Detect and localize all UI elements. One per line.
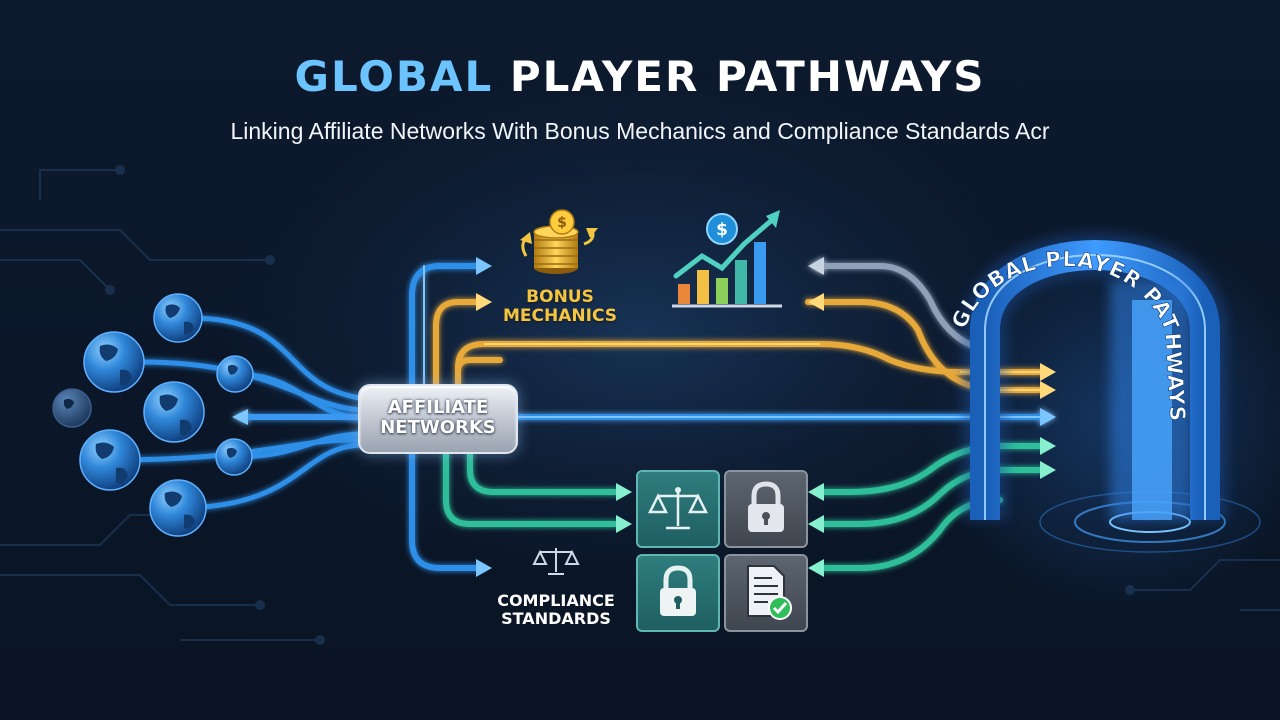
bonus-label-line-2: MECHANICS bbox=[503, 306, 617, 327]
scales-icon bbox=[647, 487, 709, 530]
lock-icon bbox=[660, 565, 696, 616]
page-title: GLOBAL PLAYER PATHWAYS bbox=[0, 52, 1280, 101]
affiliate-networks-label: AFFILIATE NETWORKS bbox=[360, 397, 516, 439]
title-main: PLAYER PATHWAYS bbox=[509, 52, 986, 101]
globe-icon bbox=[153, 293, 203, 343]
globe-connectors bbox=[107, 315, 363, 511]
growth-chart-icon: $ bbox=[672, 210, 782, 308]
lock-tile bbox=[636, 554, 720, 632]
lock-icon bbox=[748, 481, 784, 532]
compliance-label-line-2: STANDARDS bbox=[501, 608, 611, 628]
scales-tile bbox=[636, 470, 720, 548]
affiliate-label-line-1: AFFILIATE bbox=[387, 397, 489, 418]
affiliate-label-line-2: NETWORKS bbox=[380, 417, 496, 439]
page-subtitle: Linking Affiliate Networks With Bonus Me… bbox=[230, 118, 1050, 144]
document-tile bbox=[724, 554, 808, 632]
globe-icon bbox=[149, 479, 207, 537]
gold-arrowheads bbox=[476, 293, 1056, 399]
coin-stack-icon: $ bbox=[520, 209, 598, 274]
bonus-mechanics-label: BONUS MECHANICS bbox=[480, 287, 640, 327]
green-arrowheads bbox=[616, 437, 1056, 577]
svg-text:$: $ bbox=[557, 215, 567, 231]
globe-icon bbox=[143, 381, 205, 443]
circuit-background bbox=[0, 165, 1280, 645]
blue-bus-arrowheads bbox=[476, 257, 492, 577]
globe-cluster bbox=[52, 293, 254, 537]
gold-pathway-highlight bbox=[484, 343, 1040, 391]
globe-icon bbox=[83, 331, 145, 393]
gold-pathway bbox=[433, 299, 1043, 393]
compliance-standards-label: COMPLIANCE STANDARDS bbox=[478, 592, 634, 628]
scales-icon bbox=[532, 548, 580, 575]
globe-icon bbox=[79, 429, 141, 491]
arrow-to-globes bbox=[232, 409, 361, 425]
document-check-icon bbox=[747, 565, 792, 620]
bonus-label-line-1: BONUS bbox=[526, 287, 594, 307]
globe-icon bbox=[216, 355, 254, 393]
blue-main-pathway bbox=[511, 408, 1056, 426]
lock-tile bbox=[724, 470, 808, 548]
compliance-label-line-1: COMPLIANCE bbox=[497, 591, 615, 610]
globe-icon bbox=[215, 438, 253, 476]
title-accent: GLOBAL bbox=[294, 52, 494, 101]
affiliate-networks-node: AFFILIATE NETWORKS bbox=[358, 384, 518, 454]
svg-text:$: $ bbox=[716, 220, 728, 240]
portal-arch bbox=[963, 233, 1227, 520]
globe-icon bbox=[52, 388, 92, 428]
